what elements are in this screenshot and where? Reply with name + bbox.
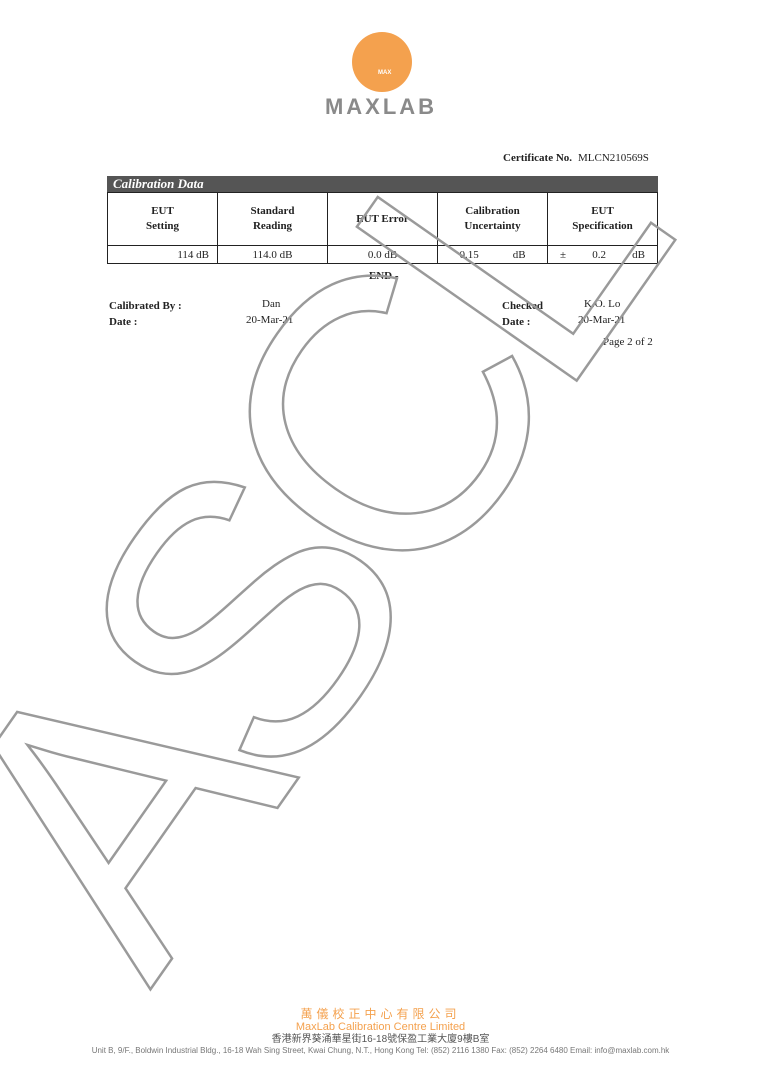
end-marker: - END - [362, 270, 399, 282]
logo-circle [352, 32, 412, 92]
calibrated-date: 20-Mar-21 [246, 314, 294, 326]
date-label: Date : [109, 316, 138, 328]
footer-address-zh: 香港新界葵涌華星街16-18號保盈工業大廈9樓B室 [271, 1034, 490, 1045]
checked-label: Checked [502, 300, 543, 312]
calibration-data-title: Calibration Data [107, 176, 658, 192]
footer-company-en: MaxLab Calibration Centre Limited [295, 1021, 466, 1033]
cell-error: 0.0 dB [327, 245, 438, 264]
calibrated-by-label: Calibrated By : [109, 300, 182, 312]
footer-address-en: Unit B, 9/F., Boldwin Industrial Bldg., … [91, 1046, 670, 1055]
checked-date: 20-Mar-21 [578, 314, 626, 326]
certificate-number: Certificate No. MLCN210569S [503, 152, 649, 164]
calibrated-by: Dan [262, 298, 281, 310]
checked-date-label: Date : [502, 316, 531, 328]
cell-reading: 114.0 dB [217, 245, 328, 264]
svg-text:ASCL: ASCL [0, 35, 745, 1038]
page-number: Page 2 of 2 [603, 336, 653, 348]
checked-by: K.O. Lo [584, 298, 621, 310]
logo-text: MAXLAB [324, 94, 438, 119]
cell-setting: 114 dB [107, 245, 218, 264]
logo-badge: MAX [378, 70, 392, 76]
footer-company-zh: 萬儀校正中心有限公司 [300, 1007, 461, 1021]
certificate-value: MLCN210569S [578, 152, 649, 164]
certificate-label: Certificate No. [503, 152, 573, 164]
